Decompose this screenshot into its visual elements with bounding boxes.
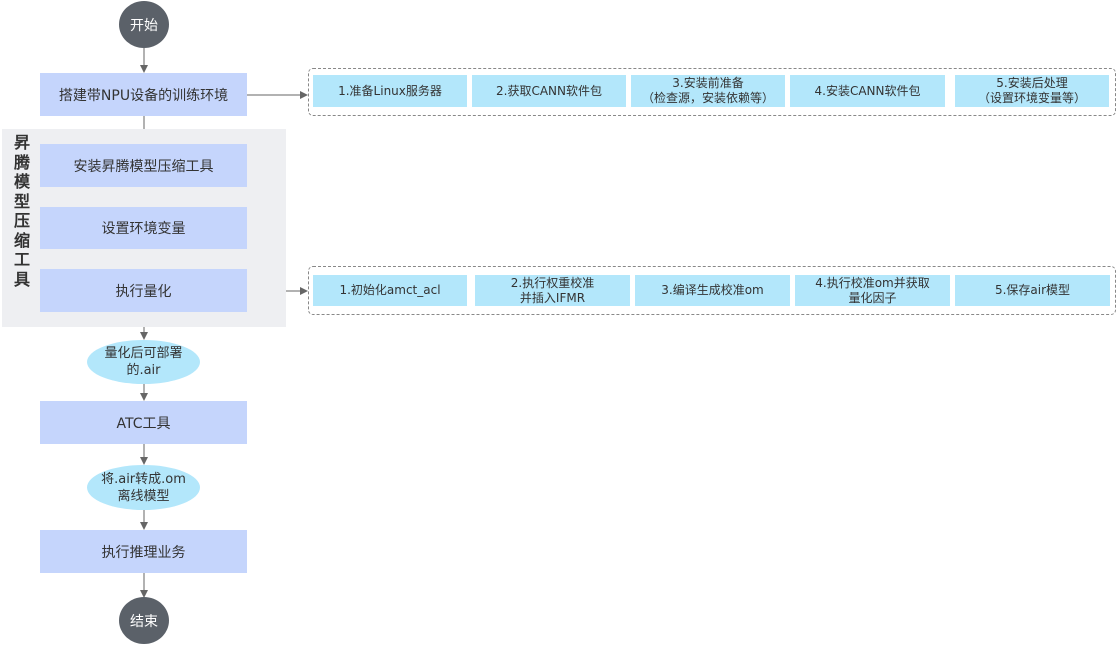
artifact-line: 量化后可部署 — [104, 346, 183, 361]
step-label: 执行量化 — [115, 283, 172, 300]
step-atc-tool: ATC工具 — [40, 401, 247, 444]
substep-line: 1.准备Linux服务器 — [338, 83, 442, 98]
start-label: 开始 — [130, 17, 158, 34]
quant-substep: 5.保存air模型 — [955, 275, 1110, 306]
step-set-env-vars: 设置环境变量 — [40, 207, 247, 249]
artifact-line: 的.air — [126, 363, 161, 378]
artifact-line: 将.air转成.om — [101, 471, 186, 487]
setup-substep: 4.安装CANN软件包 — [790, 75, 945, 107]
substep-line: 2.获取CANN软件包 — [496, 83, 602, 98]
artifact-line: 离线模型 — [117, 488, 170, 504]
step-install-compression-tool: 安装昇腾模型压缩工具 — [40, 144, 247, 187]
quant-substeps-container — [308, 266, 1116, 315]
start-node: 开始 — [119, 1, 169, 48]
quant-substep: 3.编译生成校准om — [635, 275, 790, 306]
step-run-quantization: 执行量化 — [40, 269, 247, 312]
substep-line: 量化因子 — [848, 290, 897, 305]
setup-substep: 2.获取CANN软件包 — [472, 75, 626, 107]
setup-substep: 3.安装前准备 （检查源，安装依赖等） — [631, 75, 785, 107]
end-label: 结束 — [130, 613, 158, 630]
setup-substep: 1.准备Linux服务器 — [313, 75, 467, 107]
substep-line: 并插入IFMR — [519, 290, 586, 305]
group-label: 昇 腾 模 型 压 缩 工 具 — [10, 133, 34, 313]
substep-line: （设置环境变量等） — [977, 91, 1086, 105]
artifact-deployable-air: 量化后可部署 的.air — [87, 340, 200, 384]
setup-substep: 5.安装后处理 （设置环境变量等） — [955, 75, 1109, 107]
group-label-char: 压 — [13, 211, 30, 230]
step-label: 安装昇腾模型压缩工具 — [73, 158, 214, 175]
substep-line: 1.初始化amct_acl — [339, 283, 441, 297]
group-label-char: 工 — [13, 250, 30, 269]
group-label-char: 腾 — [13, 152, 30, 172]
group-label-char: 具 — [13, 269, 30, 289]
group-label-char: 模 — [13, 172, 30, 191]
step-label: 执行推理业务 — [101, 544, 186, 561]
group-label-char: 缩 — [13, 230, 30, 250]
step-setup-npu-env: 搭建带NPU设备的训练环境 — [40, 73, 247, 116]
artifact-om-model: 将.air转成.om 离线模型 — [87, 465, 200, 510]
end-node: 结束 — [119, 597, 169, 644]
group-label-char: 昇 — [13, 133, 30, 152]
group-label-char: 型 — [13, 191, 30, 211]
substep-line: 3.安装前准备 — [672, 76, 744, 90]
quant-substep: 4.执行校准om并获取 量化因子 — [795, 275, 950, 306]
step-label: 搭建带NPU设备的训练环境 — [58, 87, 229, 104]
setup-substeps-container — [308, 68, 1116, 116]
substep-line: （检查源，安装依赖等） — [641, 91, 774, 105]
step-label: 设置环境变量 — [101, 221, 186, 237]
substep-line: 5.安装后处理 — [996, 76, 1068, 90]
substep-line: 4.执行校准om并获取 — [815, 275, 930, 290]
substep-line: 4.安装CANN软件包 — [814, 83, 921, 98]
substep-line: 5.保存air模型 — [994, 283, 1071, 297]
quant-substep: 1.初始化amct_acl — [313, 275, 467, 306]
step-run-inference: 执行推理业务 — [40, 530, 247, 573]
step-label: ATC工具 — [116, 415, 171, 432]
quant-substep: 2.执行权重校准 并插入IFMR — [475, 275, 630, 306]
substep-line: 2.执行权重校准 — [510, 275, 595, 290]
substep-line: 3.编译生成校准om — [661, 283, 764, 297]
